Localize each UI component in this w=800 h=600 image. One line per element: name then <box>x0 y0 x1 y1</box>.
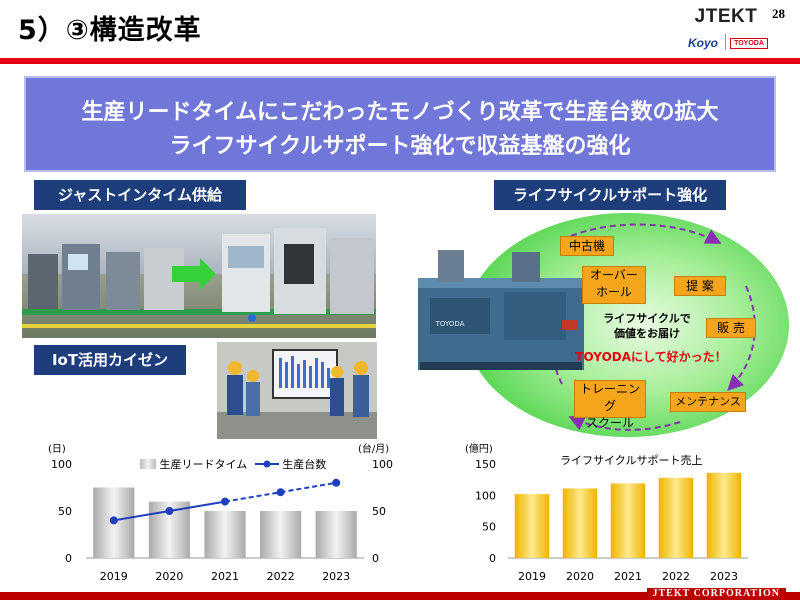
right-chart-x-tick-label: 2020 <box>566 570 594 583</box>
headline-banner: 生産リードタイムにこだわったモノづくり改革で生産台数の拡大 ライフサイクルサポー… <box>24 76 776 172</box>
left-chart-legend: 生産リードタイム 生産台数 <box>140 456 326 472</box>
production-volume-segment <box>169 500 226 512</box>
right-chart-x-tick-label: 2021 <box>614 570 642 583</box>
production-volume-point <box>332 478 341 487</box>
lifecycle-diagram: 中古機 オーバー ホール 提 案 販 売 トレーニング スクール メンテナンス … <box>412 212 790 438</box>
grinding-machine-image <box>418 250 584 370</box>
left-y-tick-label: 100 <box>51 458 72 471</box>
label-just-in-time: ジャストインタイム供給 <box>34 180 246 210</box>
left-combo-chart: 0 0 50 50 100 100 2019 2020 2021 2022 2023 <box>51 458 393 583</box>
headline-line-1: 生産リードタイムにこだわったモノづくり改革で生産台数の拡大 <box>81 100 719 125</box>
right-chart-title: ライフサイクルサポート売上 <box>560 454 703 467</box>
right-chart-unit: (億円) <box>465 444 493 455</box>
lead-time-bar <box>260 511 302 558</box>
right-chart-y-tick-label: 0 <box>489 552 496 565</box>
cycle-slogan: TOYODAにして好かった！ <box>575 350 727 364</box>
right-chart-x-tick-label: 2022 <box>662 570 690 583</box>
cycle-training-school: トレーニング スクール <box>574 380 646 430</box>
logo-koyo: Koyo <box>688 36 718 50</box>
header-rule <box>0 58 800 64</box>
legend-bar-swatch <box>140 459 156 469</box>
right-bar-chart: 0 50 100 150 2019 2020 2021 2022 2023 <box>475 458 748 583</box>
right-chart-x-tick-label: 2023 <box>710 570 738 583</box>
lead-time-bar <box>204 511 246 558</box>
right-chart-y-tick-label: 50 <box>482 521 496 534</box>
left-y-tick-label: 0 <box>65 552 72 565</box>
company-logo: JTEKT Koyo TOYODA <box>682 4 770 54</box>
factory-photo <box>22 214 376 338</box>
right-chart-x-tick-label: 2019 <box>518 570 546 583</box>
right-y-tick-label: 100 <box>372 458 393 471</box>
label-iot-kaizen: IoT活用カイゼン <box>34 345 186 375</box>
footer-bar <box>0 592 800 600</box>
production-volume-segment <box>113 510 170 522</box>
page-number: 28 <box>772 6 785 21</box>
left-chart-right-unit: (台/月) <box>358 444 390 455</box>
logo-toyoda: TOYODA <box>730 38 768 49</box>
cycle-center-line-2: 価値をお届け <box>614 327 680 340</box>
production-volume-point <box>165 507 174 515</box>
iot-photo <box>217 342 377 439</box>
cycle-overhaul: オーバー ホール <box>582 266 646 304</box>
logo-jtekt: JTEKT <box>694 6 758 27</box>
production-volume-point <box>276 488 285 497</box>
production-volume-segment <box>224 491 281 503</box>
left-y-tick-label: 50 <box>58 505 72 518</box>
right-chart-y-tick-label: 100 <box>475 489 496 502</box>
left-x-tick-label: 2022 <box>267 570 295 583</box>
production-volume-point <box>109 516 118 525</box>
left-chart-left-unit: (日) <box>48 444 66 455</box>
label-lifecycle-support: ライフサイクルサポート強化 <box>494 180 726 210</box>
page-title: 5）③構造改革 <box>18 15 202 46</box>
lead-time-bar <box>315 511 357 558</box>
lifecycle-sales-bar <box>706 472 742 558</box>
lifecycle-sales-bar <box>610 483 646 558</box>
legend-line-swatch <box>254 459 279 469</box>
cycle-used-machine: 中古機 <box>560 236 614 256</box>
production-volume-point <box>221 497 229 506</box>
right-y-tick-label: 50 <box>372 505 386 518</box>
right-y-tick-label: 0 <box>372 552 379 565</box>
cycle-sales: 販 売 <box>706 318 756 338</box>
lifecycle-sales-bar <box>562 488 598 558</box>
cycle-maintenance: メンテナンス <box>670 392 746 412</box>
production-volume-segment <box>280 481 337 494</box>
left-x-tick-label: 2020 <box>155 570 183 583</box>
lifecycle-sales-bar <box>658 477 694 558</box>
cycle-proposal: 提 案 <box>674 276 726 296</box>
lifecycle-sales-bar <box>514 494 550 558</box>
legend-bar-label: 生産リードタイム <box>159 458 248 471</box>
legend-line-label: 生産台数 <box>282 458 327 471</box>
left-x-tick-label: 2021 <box>211 570 239 583</box>
cycle-center-line-1: ライフサイクルで <box>603 312 691 325</box>
footer-company: JTEKT CORPORATION <box>646 588 786 600</box>
logo-divider <box>725 34 726 50</box>
headline-line-2: ライフサイクルサポート強化で収益基盤の強化 <box>169 134 631 159</box>
machine-brand-plate: TOYODA <box>435 320 465 328</box>
right-chart-y-tick-label: 150 <box>475 458 496 471</box>
left-x-tick-label: 2019 <box>100 570 128 583</box>
left-x-tick-label: 2023 <box>322 570 350 583</box>
